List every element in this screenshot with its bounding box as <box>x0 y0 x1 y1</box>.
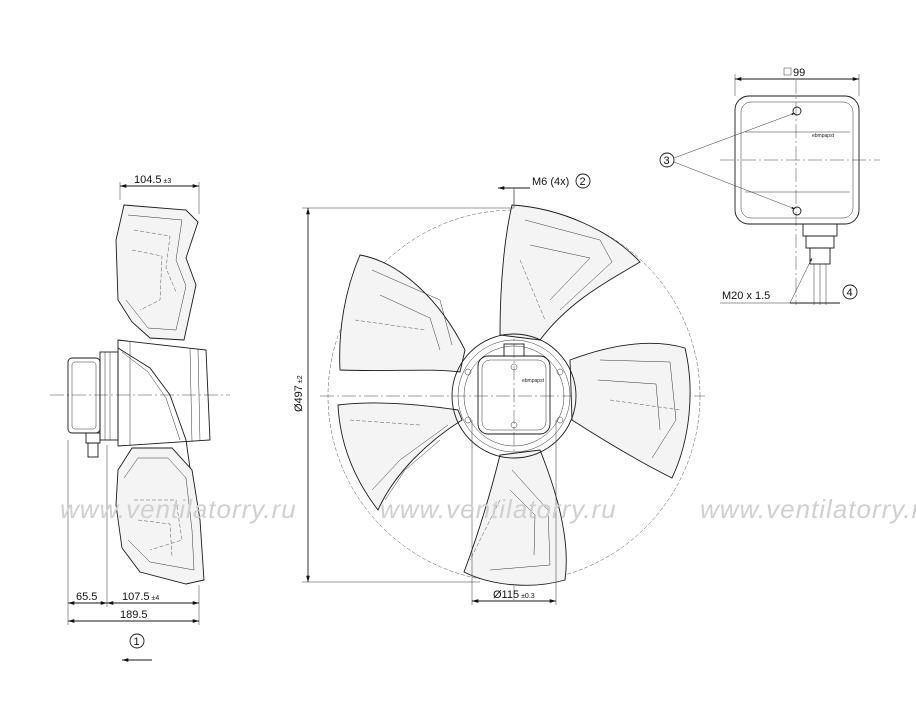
blade-2 <box>499 204 641 341</box>
marker-2-circle <box>575 173 591 189</box>
gland-nut <box>809 247 831 265</box>
terminal-screw-top <box>792 106 802 116</box>
blade-ribs <box>349 219 681 571</box>
dim-total-length: 189.5 <box>120 609 148 621</box>
hub-outer-ring <box>451 333 577 459</box>
terminal-box-view: ebmpapst 99 3 M20 x 1.5 4 <box>659 67 880 305</box>
blade-upper <box>115 204 199 341</box>
dim-blade-length: 107.5±4 <box>122 591 159 603</box>
blade-4 <box>463 449 567 586</box>
blade-5 <box>337 402 463 511</box>
watermark: www.ventilatorry.ru www.ventilatorry.ru … <box>60 494 916 524</box>
hub-gland <box>503 343 525 357</box>
bolt-2 <box>556 368 564 376</box>
impeller-blades <box>337 204 691 586</box>
blade-3 <box>569 342 691 479</box>
bolt-1 <box>464 368 472 376</box>
marker-4-circle <box>842 284 858 300</box>
marker-1-label: 1 <box>134 636 140 648</box>
marker-3-circle <box>659 152 675 168</box>
cable-gland-side <box>85 432 101 444</box>
front-view: ebmpapst Ø497±2 M6 (4x) 2 Ø115±0.3 <box>293 173 705 605</box>
motor-housing <box>67 357 101 434</box>
blade-1 <box>339 254 466 373</box>
dim-box-width: 99 <box>793 67 805 79</box>
motor-flange <box>99 351 119 441</box>
dim-blade-depth: 104.5±3 <box>134 174 171 186</box>
gland-base <box>802 223 838 237</box>
bolt-4 <box>556 416 564 424</box>
terminal-screw-bottom <box>792 206 802 216</box>
dim-hub-diameter: Ø115±0.3 <box>493 589 535 601</box>
rotor-hub <box>117 339 211 447</box>
watermark-text-3: www.ventilatorry.ru <box>700 494 916 524</box>
watermark-text-2: www.ventilatorry.ru <box>380 494 617 524</box>
dim-screw: M6 (4x) <box>532 176 569 188</box>
terminal-logo: ebmpapst <box>812 133 835 139</box>
square-symbol <box>783 67 792 76</box>
marker-4-label: 4 <box>847 287 853 299</box>
side-view: 104.5±3 65.5 107.5±4 189.5 1 <box>50 174 230 662</box>
terminal-box-outline <box>734 95 860 225</box>
marker-1-circle <box>129 633 145 649</box>
cable-gland-nut <box>87 442 99 458</box>
dim-diameter: Ø497±2 <box>293 375 305 412</box>
hub-logo: ebmpapst <box>522 378 545 384</box>
marker-3-label: 3 <box>664 155 670 167</box>
marker-2-label: 2 <box>580 176 586 188</box>
dim-motor-length: 65.5 <box>76 591 97 603</box>
watermark-text-1: www.ventilatorry.ru <box>60 494 297 524</box>
dim-gland-thread: M20 x 1.5 <box>722 290 770 302</box>
bolt-3 <box>464 416 472 424</box>
motor-housing-inner <box>71 361 97 430</box>
